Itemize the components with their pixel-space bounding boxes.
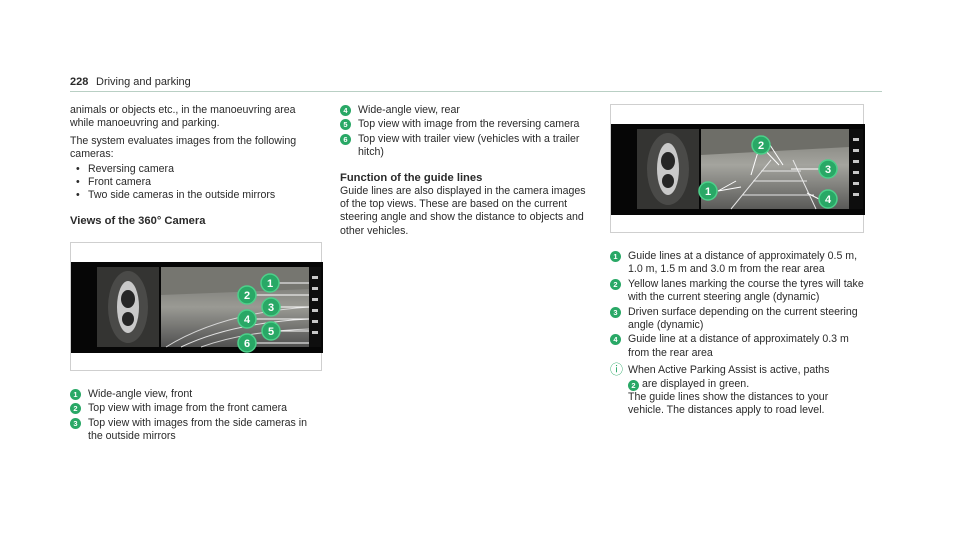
list-item: 5 Top view with image from the reversing… [340, 118, 590, 131]
column-left: animals or objects etc., in the manoeuvr… [70, 104, 323, 444]
callout-marker: 2 [751, 135, 771, 155]
caption-text: Guide lines at a distance of approximate… [628, 250, 858, 276]
number-badge: 2 [610, 278, 621, 290]
number-badge: 1 [70, 388, 81, 400]
list-item: 2 Yellow lanes marking the course the ty… [610, 278, 866, 305]
number-badge: 3 [70, 417, 81, 429]
page-number: 228 [70, 76, 89, 88]
note-text-before: When Active Parking Assist is active, pa… [628, 364, 830, 377]
number-badge: 3 [610, 306, 621, 318]
caption-text: Guide line at a distance of approximatel… [628, 333, 849, 359]
number-badge: 5 [340, 119, 351, 131]
list-item: 3 Driven surface depending on the curren… [610, 306, 866, 333]
caption-text: Top view with images from the side camer… [88, 416, 308, 443]
item-text: Top view with trailer view (vehicles wit… [358, 132, 580, 159]
list-item: Two side cameras in the outside mirrors [70, 189, 322, 203]
item-text: Wide-angle view, rear [358, 104, 460, 116]
callout-label: 4 [825, 194, 832, 206]
figure-captions: 1 Wide-angle view, front 2 Top view with… [70, 388, 322, 444]
guide-lines-body: Guide lines are also displayed in the ca… [340, 184, 586, 237]
list-item: 1 Wide-angle view, front [70, 388, 322, 401]
caption-text: Top view with image from the front camer… [88, 402, 288, 415]
caption-text: Driven surface depending on the current … [628, 305, 858, 332]
callout-label: 2 [244, 290, 250, 302]
callout-label: 4 [244, 314, 251, 326]
guide-lines-callouts: 1 2 3 4 [698, 135, 838, 209]
list-item: 6 Top view with trailer view (vehicles w… [340, 133, 590, 160]
guide-lines-figure: 1 2 3 4 [610, 104, 865, 233]
guide-lines-heading: Function of the guide lines [340, 171, 483, 184]
page-header: 228 Driving and parking [70, 76, 882, 92]
camera-views-figure: 1 2 3 4 5 6 [70, 241, 323, 371]
note-text-after: are displayed in green. [641, 377, 750, 390]
info-note: ⓘ When Active Parking Assist is active, … [610, 364, 866, 418]
callout-marker: 2 [237, 285, 257, 305]
note-text-2: The guide lines show the distances to yo… [628, 391, 829, 417]
figure-captions: 1 Guide lines at a distance of approxima… [610, 250, 866, 360]
callout-label: 1 [267, 278, 273, 290]
list-item: 3 Top view with images from the side cam… [70, 417, 322, 444]
list-item: 4 Guide line at a distance of approximat… [610, 333, 866, 360]
number-badge: 1 [610, 251, 621, 262]
list-item: 1 Guide lines at a distance of approxima… [610, 250, 866, 277]
callout-marker: 5 [261, 321, 281, 341]
number-badge: 4 [610, 334, 621, 346]
caption-text: Wide-angle view, front [88, 387, 193, 400]
callout-label: 1 [705, 186, 711, 198]
list-item: Reversing camera [70, 163, 322, 177]
callout-marker: 3 [818, 159, 838, 179]
info-icon: ⓘ [610, 363, 624, 379]
number-badge: 4 [340, 105, 351, 116]
cameras-intro: The system evaluates images from the fol… [70, 134, 297, 161]
callout-label: 2 [758, 140, 764, 152]
camera-views-callouts: 1 2 3 4 5 6 [237, 273, 281, 353]
list-item: Front camera [70, 176, 322, 190]
callout-marker: 3 [261, 297, 281, 317]
number-badge: 2 [70, 403, 81, 415]
number-badge: 2 [628, 379, 639, 391]
section-title: Driving and parking [96, 76, 191, 88]
intro-text: animals or objects etc., in the manoeuvr… [70, 104, 296, 130]
callout-marker: 4 [818, 189, 838, 209]
callout-marker: 1 [260, 273, 280, 293]
callout-label: 3 [268, 302, 274, 314]
caption-text: Yellow lanes marking the course the tyre… [628, 277, 864, 304]
column-middle: 4 Wide-angle view, rear 5 Top view with … [340, 104, 590, 238]
item-text: Top view with image from the reversing c… [358, 118, 580, 131]
callout-marker: 6 [237, 333, 257, 353]
callout-marker: 4 [237, 309, 257, 329]
column-right: 1 2 3 4 1 Guide lines at a distance of a… [610, 104, 866, 418]
views-heading: Views of the 360° Camera [70, 214, 206, 227]
callout-label: 3 [825, 164, 831, 176]
camera-list: Reversing camera Front camera Two side c… [70, 163, 322, 204]
callout-label: 6 [244, 338, 250, 350]
callout-label: 5 [268, 326, 274, 338]
list-item: 4 Wide-angle view, rear [340, 104, 590, 117]
number-badge: 6 [340, 133, 351, 145]
list-item: 2 Top view with image from the front cam… [70, 402, 322, 415]
callout-marker: 1 [698, 181, 718, 201]
